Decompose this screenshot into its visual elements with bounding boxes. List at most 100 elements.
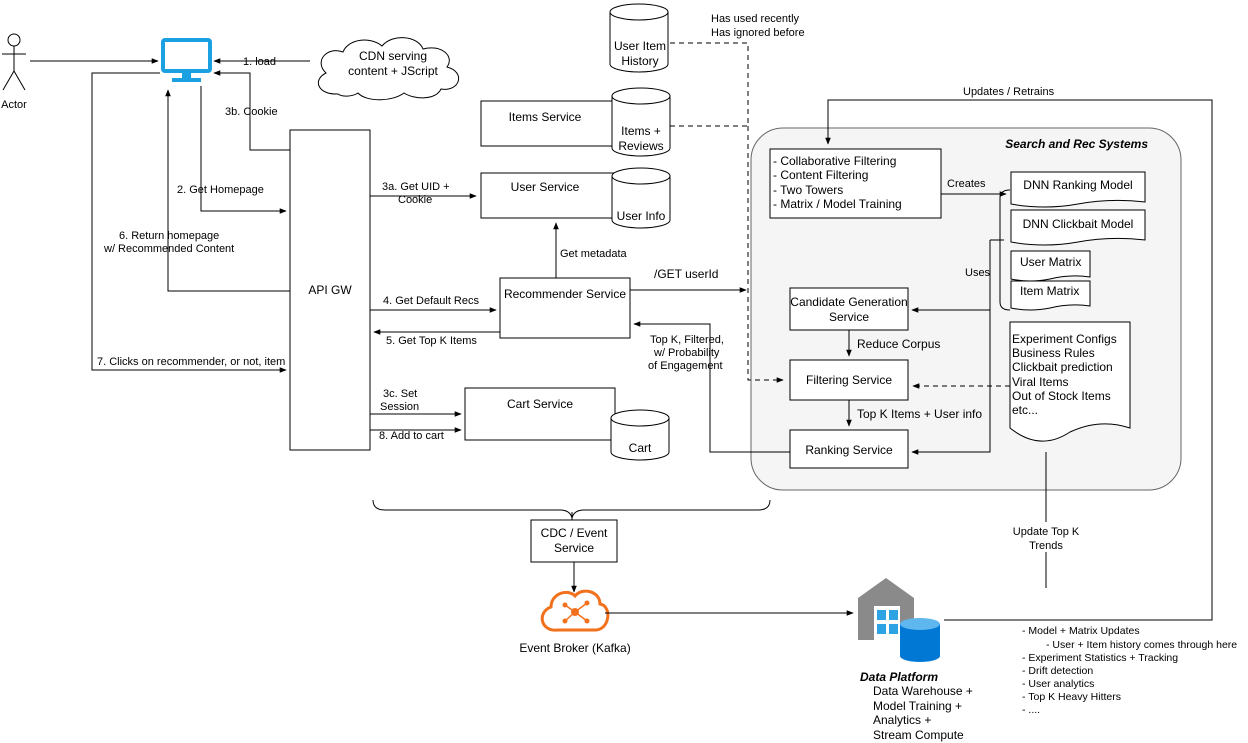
flow-cookie: 3b. Cookie (225, 106, 278, 118)
ranking-service-label: Ranking Service (805, 443, 893, 457)
flow-creates: Creates (947, 178, 986, 190)
actor-icon (2, 33, 26, 91)
flow-clicks: 7. Clicks on recommender, or not, item (97, 356, 285, 368)
cart-service-box[interactable] (464, 387, 616, 441)
flow-add-to-cart: 8. Add to cart (379, 430, 444, 442)
flow-top-k: 5. Get Top K Items (386, 335, 477, 347)
models-bracket (999, 189, 1011, 311)
user-item-history-line2: History (621, 54, 658, 68)
flow-set-session-2: Session (380, 401, 419, 413)
api-gateway-box[interactable] (289, 129, 371, 451)
flow-uses: Uses (965, 267, 991, 279)
dnn-clickbait-model-label: DNN Clickbait Model (1023, 217, 1134, 231)
data-platform-icon (858, 578, 940, 662)
user-service-label: User Service (511, 180, 580, 194)
flow-get-homepage: 2. Get Homepage (177, 184, 264, 196)
flow-get-metadata: Get metadata (560, 248, 628, 260)
flow-set-session-1: 3c. Set (383, 388, 417, 400)
cdn-cloud (317, 37, 459, 101)
training-line-1: - Collaborative Filtering (773, 154, 896, 168)
items-reviews-line2: Reviews (618, 139, 663, 153)
flow-top-k-filtered-3: of Engagement (648, 360, 723, 372)
flow-default-recs: 4. Get Default Recs (383, 295, 479, 307)
filtering-service-label: Filtering Service (806, 373, 892, 387)
edge-get-homepage (200, 86, 287, 214)
flow-top-k-filtered-1: Top K, Filtered, (650, 334, 724, 346)
user-info-label: User Info (617, 209, 666, 223)
platform-note-6: - Top K Heavy Hitters (1022, 691, 1121, 703)
edge-uses (911, 240, 991, 455)
user-item-history-db (609, 3, 669, 73)
config-line-2: Business Rules (1012, 346, 1095, 360)
edge-history-filtering (747, 126, 784, 383)
platform-note-4: - Drift detection (1022, 665, 1093, 677)
rec-system-title: Search and Rec Systems (1005, 137, 1148, 151)
training-line-3: - Two Towers (773, 183, 843, 197)
platform-note-1: - Model + Matrix Updates (1022, 625, 1140, 637)
edge-history-feed (670, 42, 749, 127)
filtering-service-box[interactable] (789, 359, 909, 401)
platform-note-3: - Experiment Statistics + Tracking (1022, 652, 1178, 664)
cart-db (610, 409, 670, 461)
config-line-6: etc... (1012, 403, 1038, 417)
cdc-event-line2: Service (554, 541, 594, 555)
flow-top-k-user-info: Top K Items + User info (857, 407, 982, 421)
flow-get-uid-2: Cookie (398, 194, 432, 206)
cdc-event-service-box[interactable] (530, 519, 618, 563)
user-matrix-doc[interactable] (1010, 250, 1091, 282)
items-reviews-line1: Items + (621, 124, 661, 138)
recommender-service-box[interactable] (499, 277, 631, 339)
cdc-event-line1: CDC / Event (541, 526, 608, 540)
ranking-service-box[interactable] (789, 429, 909, 469)
flow-get-uid-1: 3a. Get UID + (382, 181, 450, 193)
flow-top-k-filtered-2: w/ Probability (653, 347, 720, 359)
data-platform-line2: Model Training + (873, 699, 962, 713)
data-platform-line1: Data Warehouse + (873, 684, 973, 698)
data-platform-title: Data Platform (860, 670, 938, 684)
dnn-ranking-model-doc[interactable] (1010, 171, 1146, 208)
flow-load: 1. load (243, 56, 276, 68)
edge-cookie (213, 70, 290, 151)
platform-note-5: - User analytics (1022, 678, 1094, 690)
edge-return-homepage (165, 89, 290, 292)
actor-label: Actor (1, 99, 27, 111)
configs-doc[interactable] (1009, 321, 1131, 442)
items-service-label: Items Service (509, 110, 582, 124)
training-box[interactable] (769, 148, 942, 219)
training-line-2: - Content Filtering (773, 168, 868, 182)
user-item-history-line1: User Item (614, 39, 666, 53)
flow-get-userid: /GET userId (654, 267, 718, 281)
platform-note-7: - .... (1022, 704, 1040, 716)
candidate-generation-line1: Candidate Generation (790, 295, 907, 309)
dnn-clickbait-model-doc[interactable] (1010, 209, 1146, 246)
edge-ranked-results (633, 321, 790, 453)
item-matrix-label: Item Matrix (1020, 284, 1079, 298)
flow-return-homepage-2: w/ Recommended Content (103, 243, 234, 255)
history-note-1: Has used recently (711, 13, 800, 25)
candidate-generation-box[interactable] (789, 287, 909, 331)
item-matrix-doc[interactable] (1010, 280, 1091, 311)
flow-update-trends-1: Update Top K (1013, 526, 1080, 538)
data-platform-line4: Stream Compute (873, 728, 964, 742)
items-reviews-db (611, 87, 671, 157)
flow-update-trends-2: Trends (1029, 540, 1063, 552)
event-broker-icon (540, 589, 610, 632)
config-line-5: Out of Stock Items (1012, 389, 1111, 403)
items-service-box[interactable] (480, 100, 632, 147)
flow-updates-retrains: Updates / Retrains (963, 86, 1055, 98)
dnn-ranking-model-label: DNN Ranking Model (1023, 178, 1132, 192)
config-line-4: Viral Items (1012, 375, 1068, 389)
user-matrix-label: User Matrix (1020, 255, 1081, 269)
edge-updates-retrains (825, 99, 1213, 621)
cdn-label-line2: content + JScript (348, 64, 438, 78)
event-broker-label: Event Broker (Kafka) (519, 641, 630, 655)
cdn-label-line1: CDN serving (359, 49, 427, 63)
update-trends-label-bg (1000, 522, 1092, 552)
config-line-1: Experiment Configs (1012, 332, 1117, 346)
platform-note-2: - User + Item history comes through here (1046, 639, 1237, 651)
config-line-3: Clickbait prediction (1012, 360, 1113, 374)
monitor-icon[interactable] (161, 38, 212, 82)
candidate-generation-line2: Service (829, 310, 869, 324)
edge-clicks (91, 72, 287, 373)
